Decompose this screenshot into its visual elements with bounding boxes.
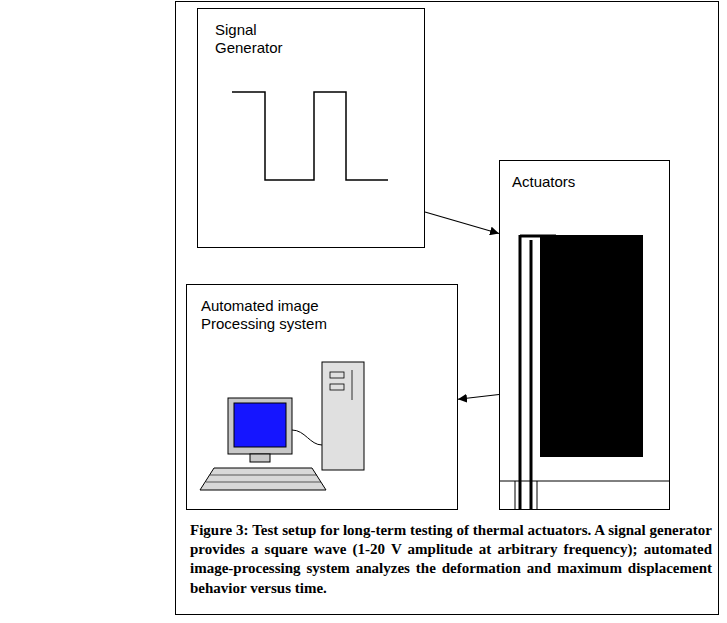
figure-caption: Figure 3: Test setup for long-term testi… — [190, 521, 712, 598]
square-wave — [232, 92, 388, 180]
box-label: Automated image Processing system — [201, 297, 341, 333]
arrow-connector — [425, 212, 499, 234]
actuator-drawing — [499, 235, 670, 510]
figure-frame — [176, 2, 719, 615]
arrow-connector — [458, 395, 499, 400]
process-box: Signal Generator — [197, 8, 425, 248]
box-label: Signal Generator — [215, 21, 305, 57]
process-box: Automated image Processing system — [186, 284, 458, 510]
computer-icon — [200, 362, 364, 490]
process-box: Actuators — [499, 160, 670, 510]
box-label: Actuators — [512, 173, 575, 191]
